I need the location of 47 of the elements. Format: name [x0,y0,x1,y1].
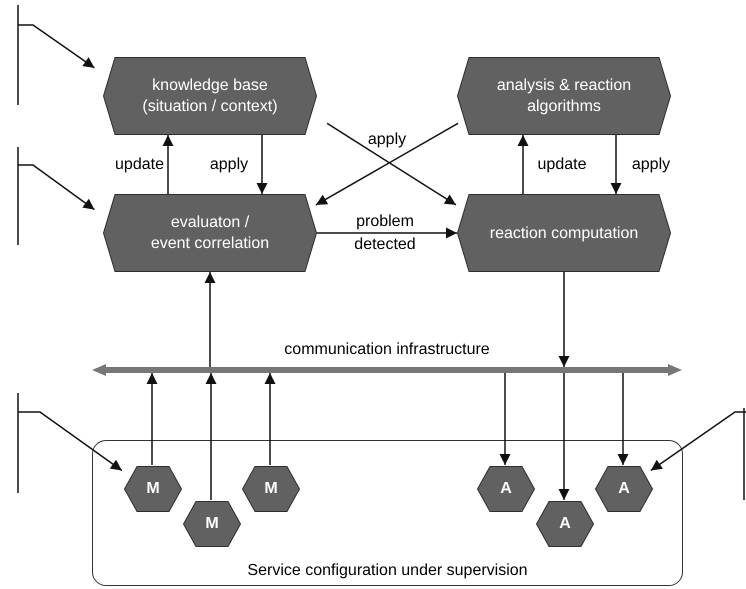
node-label: reaction computation [488,224,640,244]
arrow [558,272,570,367]
double-arrow-bar [92,340,682,378]
container-label: Service configuration under supervision [247,561,528,581]
arrow [558,373,570,500]
arrow [317,228,457,238]
pointer-arrow [18,411,122,472]
node-label: evaluaton / event correlation [150,213,270,254]
node-label: A [618,481,630,497]
hexagon-node [183,501,241,547]
arrow [518,135,528,194]
hexagon-node [124,466,182,512]
hexagon-node [242,466,300,512]
edge-label: update [536,155,588,175]
hexagon-box [103,194,317,272]
arrow [610,135,622,194]
arrow [146,373,158,465]
hexagon-box [103,57,317,135]
node-label: knowledge base (situation / context) [141,76,279,117]
hexagon-box [457,194,671,272]
rounded-container [92,440,683,586]
node-label: A [500,481,512,497]
pointer-arrow [650,411,746,472]
arrow [256,135,268,194]
hexagon-box [457,57,671,135]
edge-label: apply [208,155,250,175]
hexagon-node [595,466,653,512]
bus-label: communication infrastructure [284,340,490,360]
hexagon-node [477,466,535,512]
arrow [618,373,628,465]
node-label: M [146,481,160,497]
pointer-arrow [18,164,95,210]
node-label: M [264,481,278,497]
arrow [206,373,216,500]
arrow [500,373,510,465]
node-label: analysis & reaction algorithms [496,76,632,117]
edge-label: apply [366,130,408,150]
arrow [204,272,216,367]
edge-label: update [114,155,165,175]
arrow [162,135,174,194]
node-label: A [559,516,571,532]
node-label: M [205,516,219,532]
edge-label: apply [630,155,672,175]
arrow [264,373,276,465]
hexagon-node [536,501,594,547]
pointer-arrow [18,24,95,69]
edge-label: problem detected [353,212,417,255]
